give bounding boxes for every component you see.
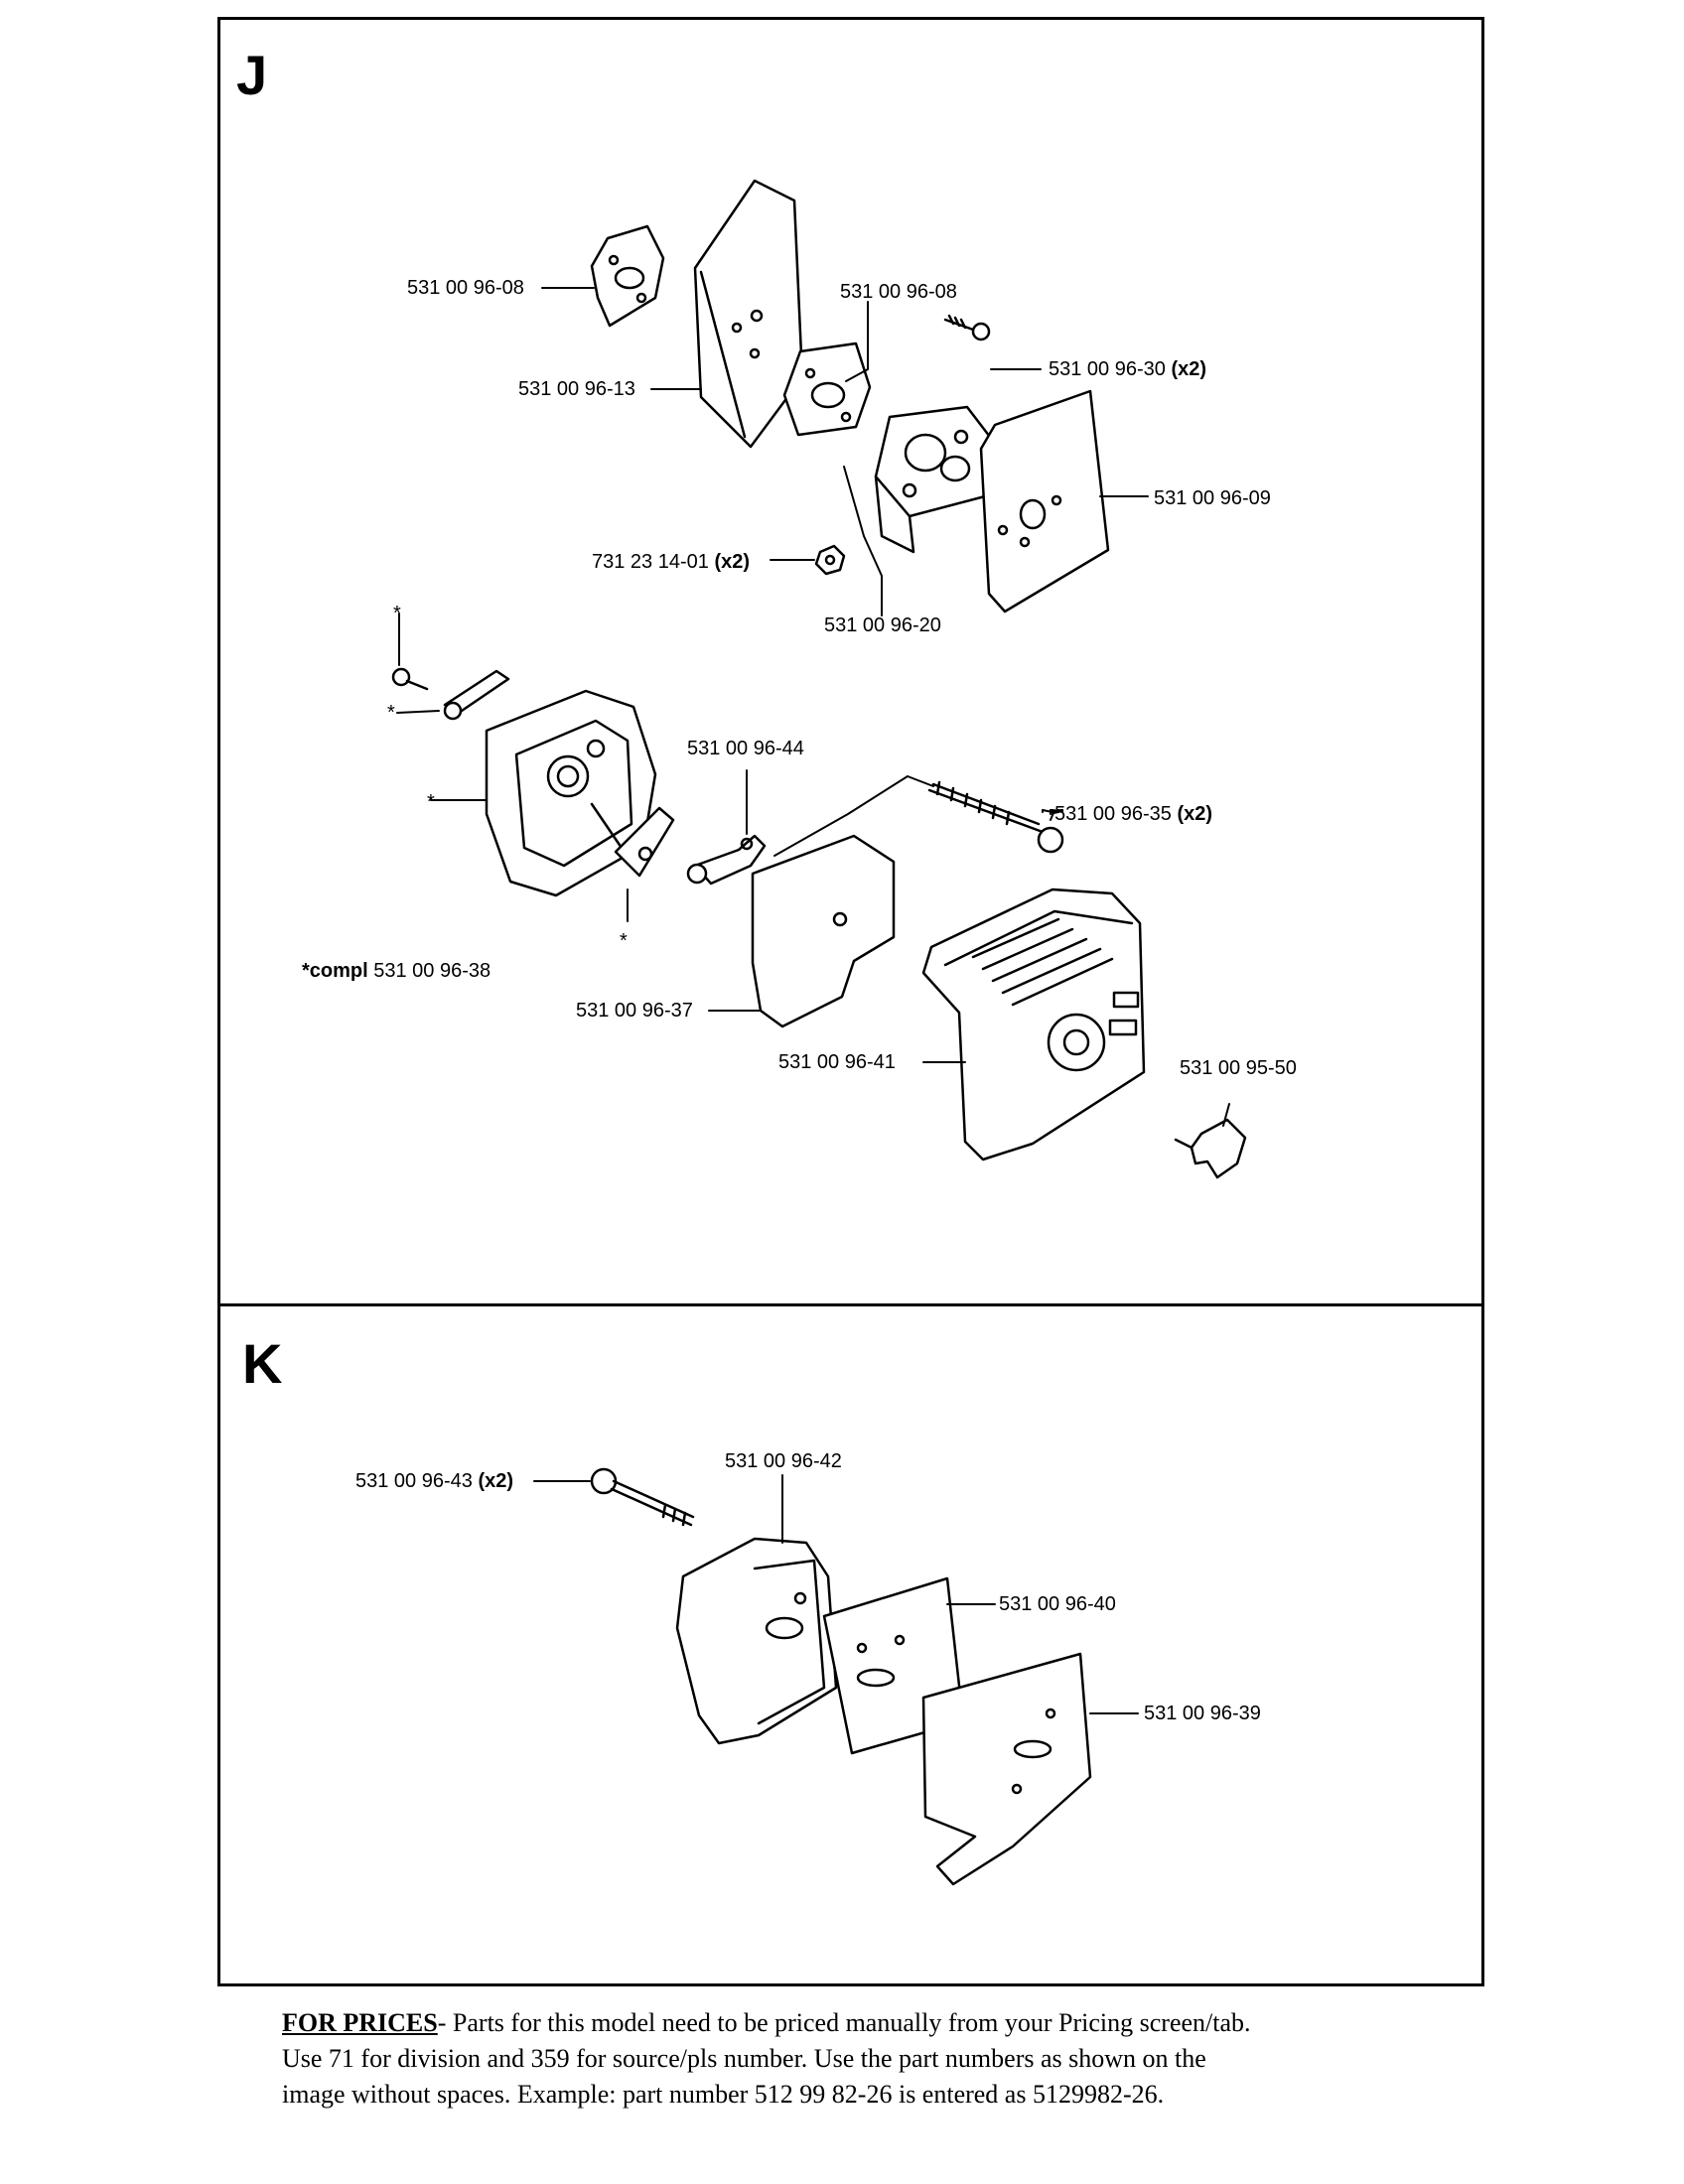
pricing-note-heading: FOR PRICES — [282, 2008, 438, 2037]
label-531-00-96-40: 531 00 96-40 — [999, 1593, 1116, 1615]
label-531-00-96-08-middle: 531 00 96-08 — [840, 281, 957, 303]
label-531-00-96-39: 531 00 96-39 — [1144, 1703, 1261, 1724]
nut — [814, 544, 846, 576]
gasket-upper-left — [590, 224, 665, 328]
screw-upper — [943, 314, 991, 341]
label-531-00-96-35: 531 00 96-35 (x2) — [1054, 803, 1213, 825]
pricing-note: FOR PRICES- Parts for this model need to… — [282, 2005, 1493, 2113]
label-531-00-96-41: 531 00 96-41 — [778, 1051, 896, 1073]
label-731-23-14-01: 731 23 14-01 (x2) — [592, 551, 751, 573]
label-asterisk-4: * — [620, 930, 628, 952]
muffler-heat-shield — [921, 1652, 1092, 1886]
air-filter-element — [751, 834, 896, 1028]
label-compl-531-00-96-38: *compl 531 00 96-38 — [302, 960, 491, 982]
choke-lever — [443, 669, 510, 721]
label-asterisk-3: * — [427, 791, 435, 813]
diagram-frame — [217, 17, 1484, 1986]
gasket-plate-large — [979, 389, 1110, 614]
gasket-middle — [782, 341, 872, 437]
air-filter-housing — [485, 689, 657, 897]
label-531-00-96-13: 531 00 96-13 — [518, 378, 635, 400]
pricing-note-line-3: image without spaces. Example: part numb… — [282, 2080, 1165, 2109]
heat-shield-plate — [693, 179, 804, 449]
label-asterisk-1: * — [393, 603, 401, 624]
label-531-00-96-20: 531 00 96-20 — [824, 614, 941, 636]
label-531-00-96-30: 531 00 96-30 (x2) — [1049, 358, 1207, 380]
label-531-00-96-08-left: 531 00 96-08 — [407, 277, 524, 299]
pricing-note-line-1: FOR PRICES- Parts for this model need to… — [282, 2008, 1251, 2037]
choke-plate — [614, 806, 675, 878]
muffler-body — [675, 1537, 838, 1745]
section-k-letter: K — [242, 1332, 283, 1395]
bracket — [686, 834, 767, 886]
label-531-00-95-50: 531 00 95-50 — [1180, 1057, 1297, 1079]
intake-insulator-block — [874, 405, 995, 554]
muffler-bolt — [590, 1467, 695, 1527]
long-screw — [927, 780, 1064, 854]
label-asterisk-2: * — [387, 702, 395, 724]
label-531-00-96-43: 531 00 96-43 (x2) — [355, 1470, 514, 1492]
label-531-00-96-44: 531 00 96-44 — [687, 738, 804, 759]
label-531-00-96-42: 531 00 96-42 — [725, 1450, 842, 1472]
label-531-00-96-09: 531 00 96-09 — [1154, 487, 1271, 509]
cover-knob — [1174, 1118, 1247, 1179]
air-filter-cover — [921, 887, 1146, 1161]
screw-small — [391, 667, 429, 691]
leader-lines — [396, 287, 1230, 1714]
section-divider — [217, 1303, 1484, 1306]
pricing-note-line-2: Use 71 for division and 359 for source/p… — [282, 2044, 1206, 2073]
label-531-00-96-37: 531 00 96-37 — [576, 1000, 693, 1022]
section-j-letter: J — [236, 44, 268, 106]
